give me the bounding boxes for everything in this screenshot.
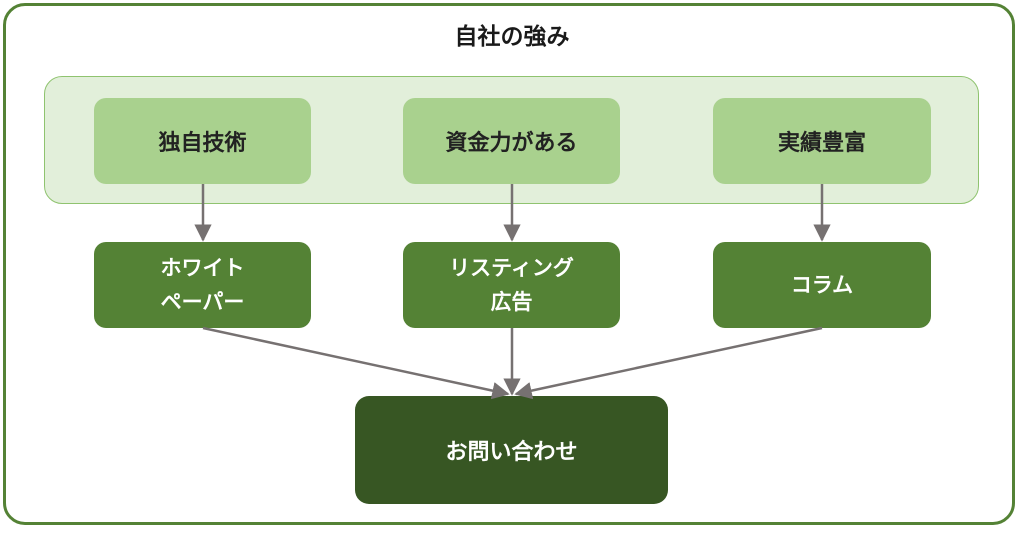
channel-label-line1: ホワイト: [160, 256, 245, 280]
strength-node-capital: 資金力がある: [403, 98, 620, 184]
channel-label-line2: ペーパー: [160, 290, 245, 314]
channel-label-line1: リスティング: [449, 256, 574, 280]
strength-label: 独自技術: [158, 131, 247, 156]
strength-node-tech: 独自技術: [94, 98, 311, 184]
channel-label-line2: 広告: [490, 290, 533, 314]
channel-node-column: コラム: [713, 242, 931, 328]
strength-label: 資金力がある: [445, 131, 578, 156]
channel-node-whitepaper: ホワイト ペーパー: [94, 242, 311, 328]
goal-label: お問い合わせ: [445, 440, 578, 465]
diagram-title: 自社の強み: [454, 24, 570, 50]
channel-label-line1: コラム: [790, 273, 854, 297]
channel-node-listing-ads: リスティング 広告: [403, 242, 620, 328]
strength-label: 実績豊富: [777, 131, 866, 156]
outer-frame: [3, 3, 1015, 525]
strength-node-track-record: 実績豊富: [713, 98, 931, 184]
goal-node-inquiry: お問い合わせ: [355, 396, 668, 504]
